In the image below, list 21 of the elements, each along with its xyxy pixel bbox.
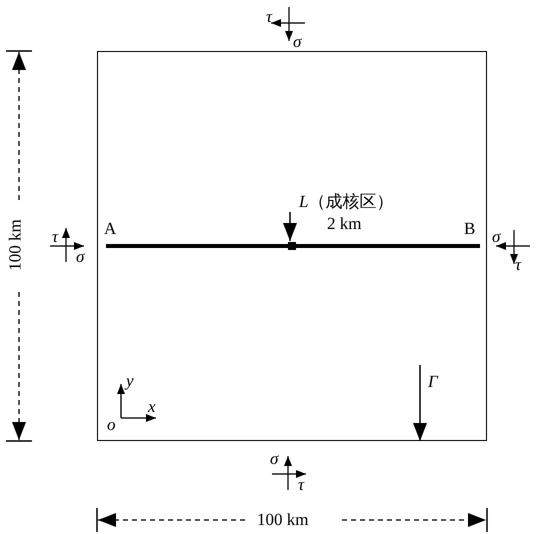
dimension-label: 100 km <box>256 511 310 529</box>
axis-label: o <box>107 416 116 434</box>
zone-label: L（成核区） <box>299 193 394 211</box>
model-domain <box>97 51 487 441</box>
nucleation-patch <box>288 242 296 250</box>
arrow <box>413 365 427 441</box>
arrow <box>283 212 297 241</box>
stress-symbol: σ <box>270 450 278 468</box>
stress-symbol: τ <box>266 8 272 26</box>
stress-symbol: σ <box>492 228 500 246</box>
axis-label: x <box>148 398 156 416</box>
point-label: B <box>464 220 476 238</box>
stress-symbol: τ <box>298 476 304 494</box>
boundary-symbol: Γ <box>428 373 440 391</box>
axis-label: y <box>126 372 134 390</box>
stress-symbol: σ <box>76 248 84 266</box>
point-label: A <box>104 220 116 238</box>
stress-symbol: σ <box>293 33 302 51</box>
length-label: 2 km <box>326 215 362 233</box>
stress-symbol: τ <box>515 256 522 274</box>
stress-symbol: τ <box>52 228 58 246</box>
